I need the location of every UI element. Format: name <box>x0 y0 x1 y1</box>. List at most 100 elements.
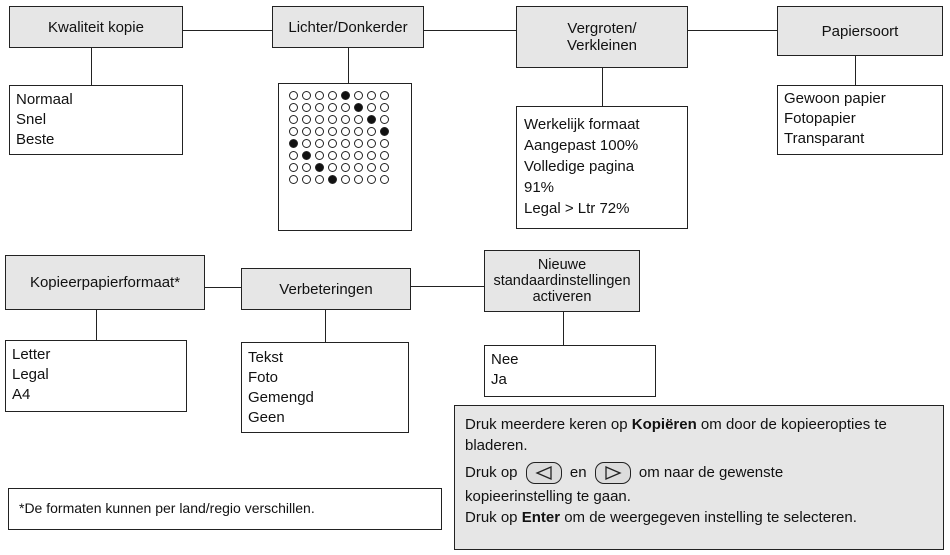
option-gemengd[interactable]: Gemengd <box>248 389 314 406</box>
connector <box>411 286 484 288</box>
contrast-dot <box>302 91 311 100</box>
connector <box>602 68 604 106</box>
instruction-1-text-c: om door de kopieeropties te bladeren. <box>465 416 887 454</box>
instruction-4: Druk op Enter om de weergegeven instelli… <box>465 507 933 528</box>
header-lichter-donkerder-label: Lichter/Donkerder <box>288 18 408 36</box>
option-beste[interactable]: Beste <box>16 131 55 148</box>
contrast-dot <box>367 91 376 100</box>
contrast-dot <box>315 103 324 112</box>
contrast-dot <box>302 127 311 136</box>
contrast-dot <box>380 175 389 184</box>
contrast-dot <box>341 139 350 148</box>
contrast-dot <box>302 103 311 112</box>
contrast-dot <box>289 91 298 100</box>
option-volledige-pagina[interactable]: Volledige pagina <box>524 158 635 175</box>
contrast-dot <box>302 115 311 124</box>
contrast-dot <box>289 175 298 184</box>
contrast-dot <box>315 127 324 136</box>
contrast-dot <box>380 115 389 124</box>
options-kopieerpapierformaat: Letter Legal A4 <box>5 340 187 412</box>
contrast-dot-filled <box>289 139 298 148</box>
contrast-dot <box>328 103 337 112</box>
instruction-1-text-a: Druk meerdere keren op <box>465 416 632 433</box>
contrast-dot <box>354 139 363 148</box>
contrast-dot-filled <box>328 175 337 184</box>
contrast-dot-filled <box>354 103 363 112</box>
contrast-dot <box>341 115 350 124</box>
contrast-dot <box>367 127 376 136</box>
contrast-dot-filled <box>302 151 311 160</box>
contrast-dot <box>302 139 311 148</box>
option-letter[interactable]: Letter <box>12 346 51 363</box>
contrast-dot <box>315 115 324 124</box>
contrast-dot-grid <box>278 83 412 231</box>
header-kopieerpapierformaat-label: Kopieerpapierformaat* <box>29 274 181 291</box>
contrast-dot-filled <box>367 115 376 124</box>
connector <box>91 48 93 85</box>
contrast-dot <box>367 103 376 112</box>
option-91[interactable]: 91% <box>524 179 555 196</box>
header-papiersoort: Papiersoort <box>777 6 943 56</box>
option-snel[interactable]: Snel <box>16 111 47 128</box>
contrast-dot <box>367 139 376 148</box>
contrast-dot <box>289 115 298 124</box>
header-vergroten-verkleinen: Vergroten/ Verkleinen <box>516 6 688 68</box>
contrast-dot <box>328 115 337 124</box>
contrast-dot <box>302 175 311 184</box>
option-legal[interactable]: Legal <box>12 366 49 383</box>
contrast-dot <box>380 163 389 172</box>
contrast-dot <box>341 127 350 136</box>
option-werkelijk-formaat[interactable]: Werkelijk formaat <box>524 116 640 133</box>
option-a4[interactable]: A4 <box>12 386 31 403</box>
contrast-dot <box>289 103 298 112</box>
contrast-dot <box>341 163 350 172</box>
option-fotopapier[interactable]: Fotopapier <box>784 110 856 127</box>
instruction-2-text-c: om naar de gewenste <box>638 464 784 481</box>
instruction-3: kopieerinstelling te gaan. <box>465 486 933 507</box>
connector <box>855 56 857 85</box>
contrast-dot <box>315 91 324 100</box>
option-transparant[interactable]: Transparant <box>784 130 865 147</box>
header-nieuwe-label-3: activeren <box>532 289 592 305</box>
contrast-dot <box>354 151 363 160</box>
contrast-dot <box>289 151 298 160</box>
kopieren-label: Kopiëren <box>631 416 697 433</box>
header-lichter-donkerder: Lichter/Donkerder <box>272 6 424 48</box>
option-ja[interactable]: Ja <box>491 371 507 388</box>
contrast-dot <box>328 139 337 148</box>
option-geen[interactable]: Geen <box>248 409 285 426</box>
option-aangepast[interactable]: Aangepast 100% <box>524 137 639 154</box>
instruction-4-text-c: om de weergegeven instelling te selecter… <box>560 509 857 527</box>
header-nieuwe-label-2: standaardinstellingen <box>493 273 631 289</box>
contrast-dot <box>380 91 389 100</box>
option-legal-ltr[interactable]: Legal > Ltr 72% <box>524 200 630 217</box>
option-gewoon-papier[interactable]: Gewoon papier <box>784 90 886 107</box>
contrast-dot <box>302 163 311 172</box>
contrast-dot <box>315 151 324 160</box>
right-arrow-icon <box>594 462 631 485</box>
contrast-dot <box>289 127 298 136</box>
contrast-dot-filled <box>380 127 389 136</box>
header-kopieerpapierformaat: Kopieerpapierformaat* <box>5 255 205 310</box>
contrast-dot <box>367 163 376 172</box>
header-verbeteringen-label: Verbeteringen <box>279 280 373 298</box>
left-arrow-icon <box>525 462 562 485</box>
header-kwaliteit-kopie: Kwaliteit kopie <box>9 6 183 48</box>
instruction-3-text: kopieerinstelling te gaan. <box>465 488 631 506</box>
instruction-2: Druk op en om naar de gewenste <box>465 462 933 485</box>
connector <box>688 30 777 32</box>
options-papiersoort: Gewoon papier Fotopapier Transparant <box>777 85 943 155</box>
contrast-dot <box>328 91 337 100</box>
option-foto[interactable]: Foto <box>248 369 279 386</box>
contrast-dot <box>328 151 337 160</box>
connector <box>96 310 98 340</box>
option-nee[interactable]: Nee <box>491 351 519 368</box>
instruction-2-text-b: en <box>569 464 587 481</box>
contrast-dot <box>341 103 350 112</box>
header-nieuwe-label-1: Nieuwe <box>537 257 587 273</box>
instruction-4-text-a: Druk op <box>465 509 522 527</box>
option-normaal[interactable]: Normaal <box>16 91 73 108</box>
option-tekst[interactable]: Tekst <box>248 349 284 366</box>
contrast-dot <box>380 103 389 112</box>
options-vergroten-verkleinen: Werkelijk formaat Aangepast 100% Volledi… <box>516 106 688 229</box>
